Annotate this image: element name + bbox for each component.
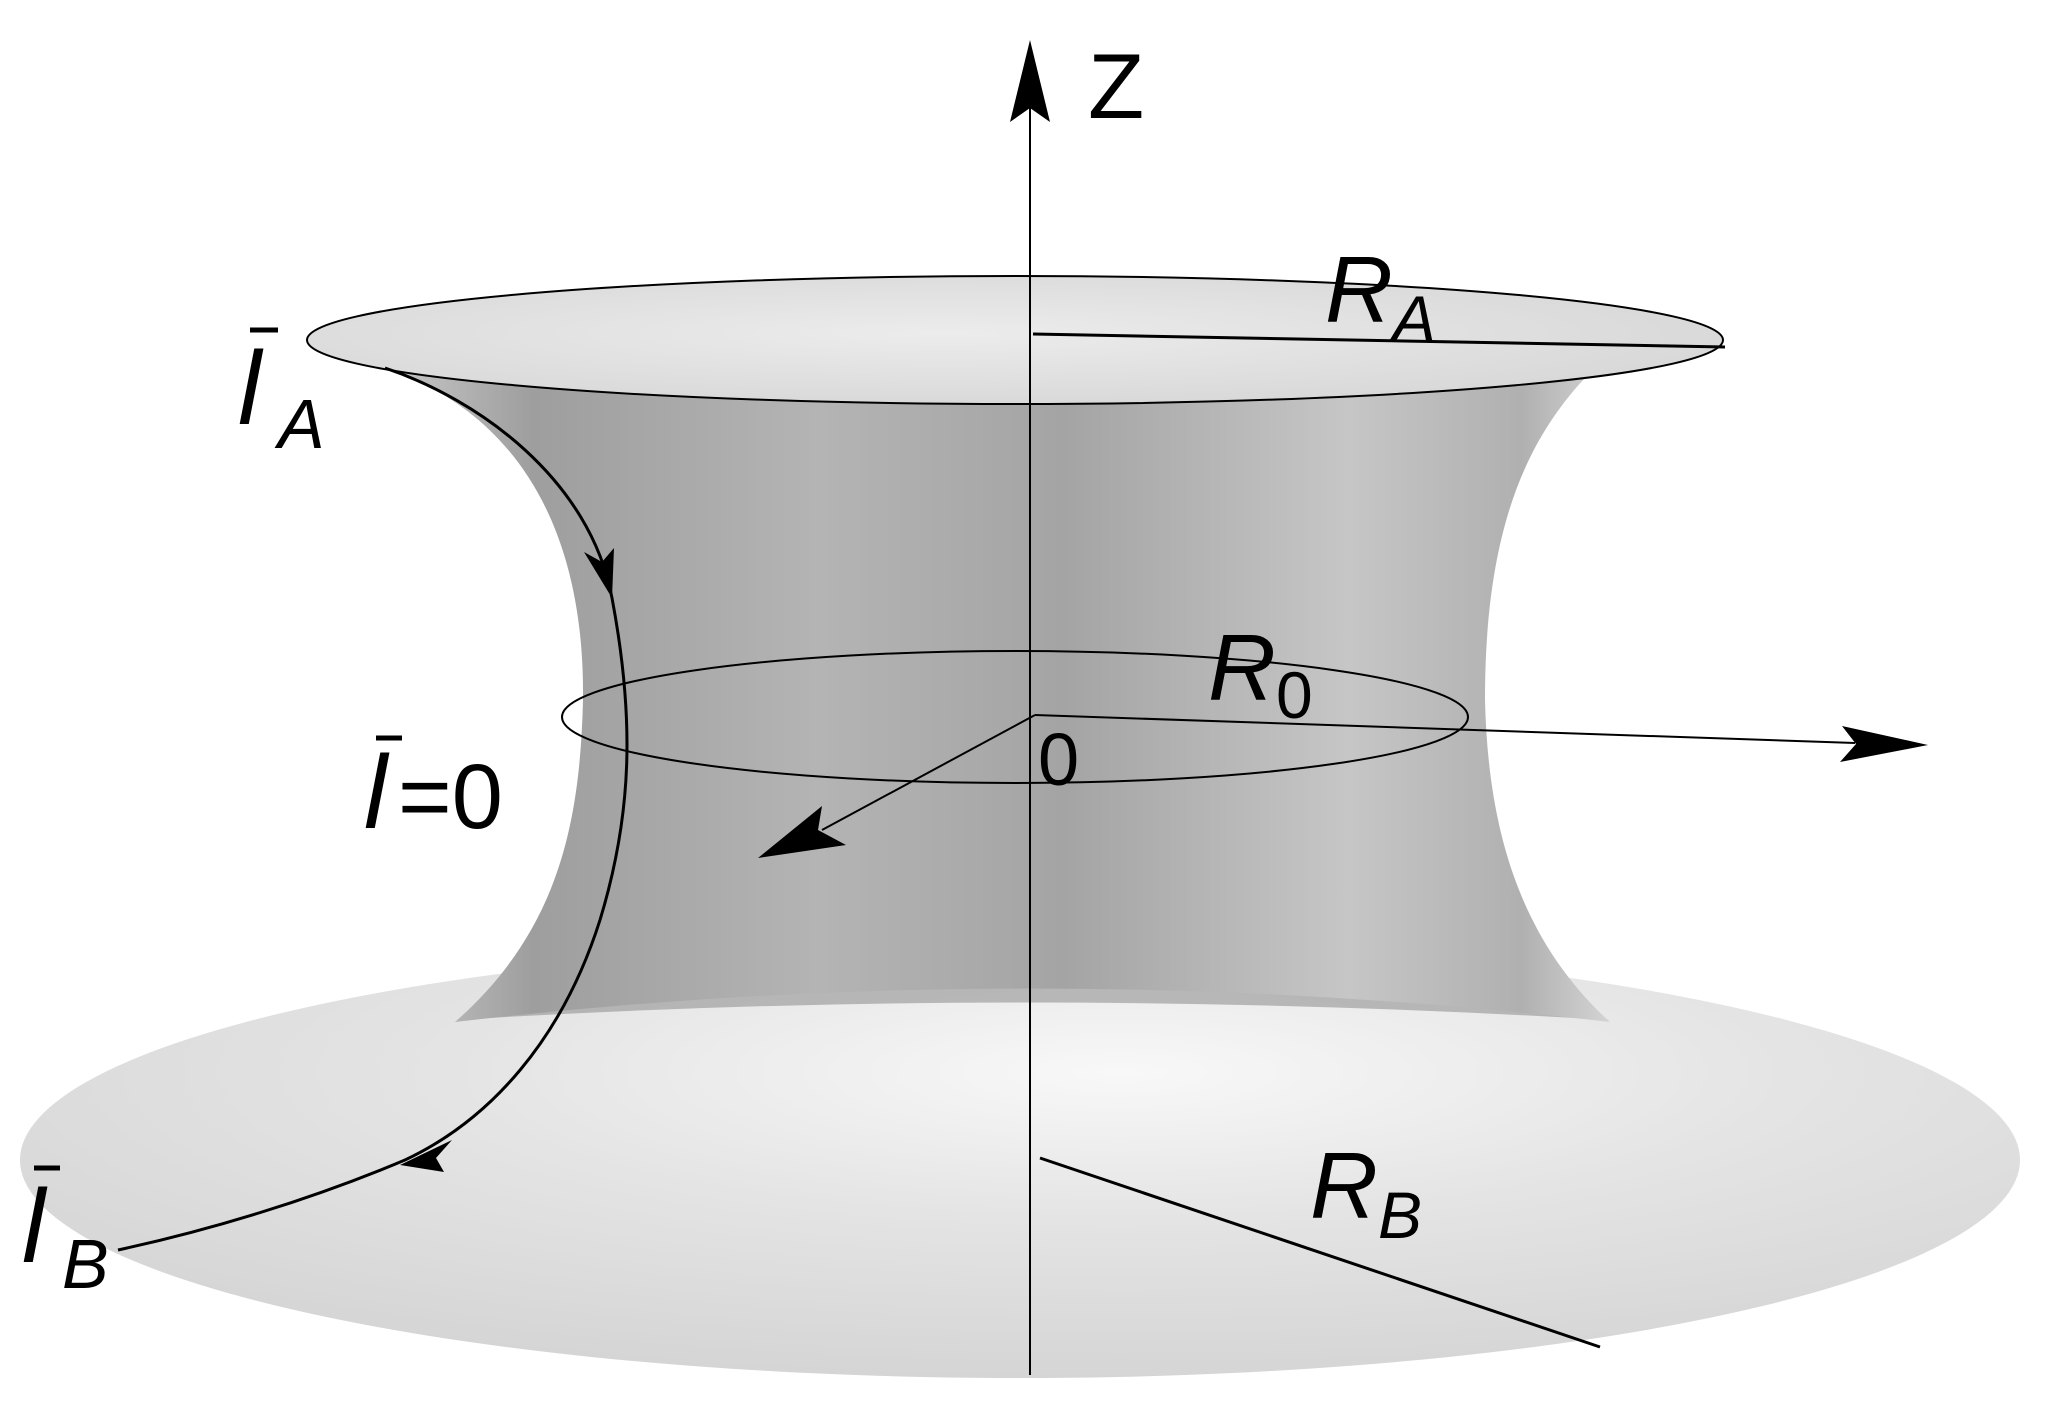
curve-middle-main: l [364,735,390,851]
meridian-arrowhead-upper [584,548,614,598]
radius-bottom-main: R [1310,1133,1378,1238]
x-axis-line [1034,714,1856,744]
z-axis-arrowhead [1010,40,1050,122]
radius-bottom-sub: B [1378,1178,1422,1252]
radius-top-sub: A [1388,282,1436,356]
neck-surface [385,345,1620,1022]
curve-middle-suffix: =0 [398,746,503,848]
base-surface [20,942,2020,1378]
curve-top-label: l A [238,327,325,463]
origin-label: 0 [1038,718,1079,801]
radius-waist-main: R [1208,615,1276,720]
radius-top-line [1032,332,1726,349]
radius-waist-label: R 0 [1208,615,1313,732]
meridian-arrowhead-lower [400,1140,452,1172]
curve-middle-label: l =0 [364,735,503,851]
curve-top-sub: A [274,385,325,463]
x-axis-arrowhead [1840,726,1928,762]
curve-bottom-sub: B [62,1225,109,1303]
radius-bottom-label: R B [1310,1133,1422,1252]
curve-bottom-label: l B [22,1165,109,1303]
top-disk [306,275,1724,405]
meridian-curve [117,366,629,1252]
curve-bottom-main: l [22,1169,48,1285]
curve-top-main: l [238,331,264,447]
radius-waist-sub: 0 [1276,658,1313,732]
waist-circle [561,650,1469,784]
z-axis-label: Z [1088,36,1144,138]
radius-top-main: R [1325,237,1393,342]
radius-bottom-line [1039,1156,1601,1349]
y-axis-line [821,714,1036,831]
y-axis-arrowhead [758,806,846,858]
radius-top-label: R A [1325,237,1436,356]
